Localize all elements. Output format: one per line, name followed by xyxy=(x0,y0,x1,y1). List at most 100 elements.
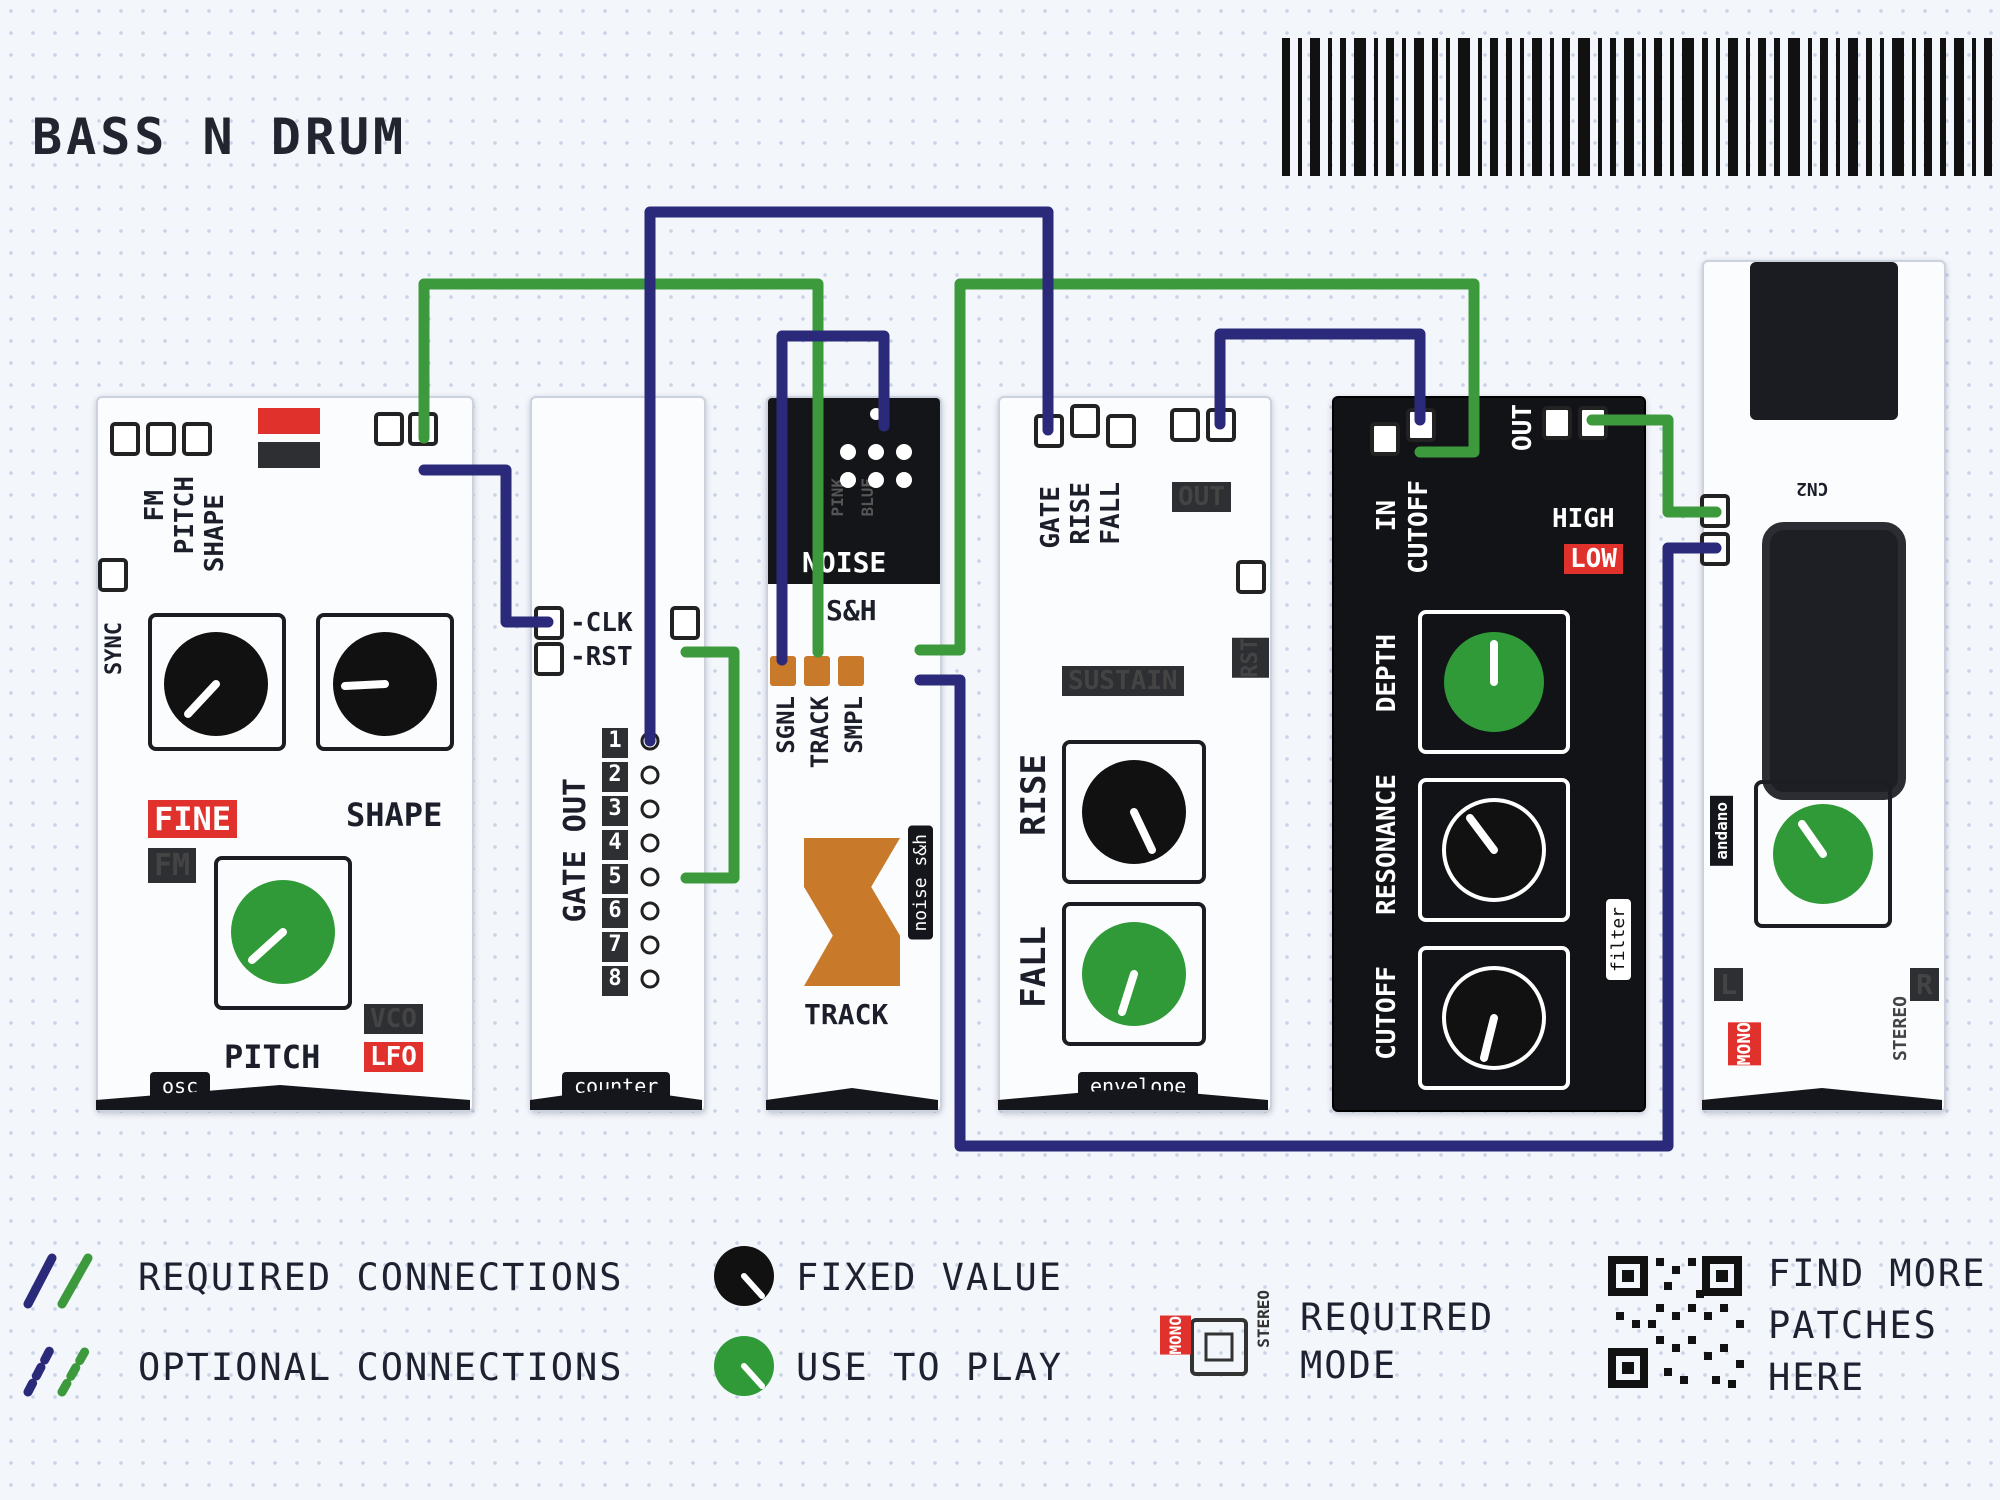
touch-pad[interactable] xyxy=(804,838,900,986)
osc-shape-knob-pointer xyxy=(341,680,389,690)
green-cable-osc-to-sh xyxy=(418,278,824,658)
filter-cutoff-knob-pointer xyxy=(1480,1014,1498,1062)
legend-required-mode-line2: MODE xyxy=(1300,1344,1398,1387)
gate-out-jack xyxy=(640,901,660,921)
sh-smpl-jack[interactable] xyxy=(838,656,864,686)
env-fall-knob-housing xyxy=(1062,902,1206,1046)
green-cable-filter-out-to-output xyxy=(1586,414,1722,518)
env-fall-knob-pointer xyxy=(1118,970,1138,1016)
legend-mono-label: MONO xyxy=(1160,1316,1191,1355)
filter-cutoff-knob-housing xyxy=(1418,946,1570,1090)
right-channel-label: R xyxy=(1910,968,1939,1001)
gate-out-jack xyxy=(640,833,660,853)
noise-led xyxy=(896,444,912,460)
blue-cable-sh-out-to-output xyxy=(914,542,1722,1152)
counter-module: -CLK -RST GATE OUT 1 2 3 4 5 6 7 8 count… xyxy=(530,396,706,1112)
fine-label: FINE xyxy=(148,800,238,838)
counter-bottom-tab xyxy=(530,1088,702,1110)
counter-rst-jack[interactable] xyxy=(534,642,564,676)
gate-number: 6 xyxy=(602,898,628,928)
noise-led xyxy=(868,472,884,488)
qr-code xyxy=(1608,1256,1744,1388)
gate-number: 7 xyxy=(602,932,628,962)
osc-sync-jack[interactable] xyxy=(98,558,128,592)
blue-cable-noise-to-sgnl xyxy=(776,330,890,666)
legend-mode-switch-inner xyxy=(1204,1332,1234,1362)
filter-in-jack[interactable] xyxy=(1370,422,1400,456)
output-bottom-tab xyxy=(1702,1088,1942,1110)
envelope-fall-jack[interactable] xyxy=(1106,414,1136,448)
green-cable-noise-to-filter xyxy=(914,278,1480,656)
gate-out-jack xyxy=(640,935,660,955)
output-volume-knob-pointer xyxy=(1798,820,1827,858)
pitch-knob-label: PITCH xyxy=(224,1038,321,1076)
legend-play-knob-pointer xyxy=(741,1363,765,1389)
osc-shape-jack[interactable] xyxy=(182,422,212,456)
legend-optional-blue-line xyxy=(23,1341,57,1397)
gate-number: 2 xyxy=(602,762,628,792)
legend-fixed-value: FIXED VALUE xyxy=(796,1256,1064,1299)
vco-mode-label: VCO xyxy=(364,1004,423,1034)
legend-stereo-label: STEREO xyxy=(1254,1290,1273,1348)
filter-out-jack-1[interactable] xyxy=(1542,406,1572,440)
speaker xyxy=(1762,522,1906,800)
find-more-line2[interactable]: PATCHES xyxy=(1768,1304,1938,1347)
sh-sgnl-jack[interactable] xyxy=(770,656,796,686)
green-cable-gate5-to-counter xyxy=(680,646,740,884)
fm-depth-label: FM xyxy=(148,848,197,883)
osc-shape-knob-housing xyxy=(316,613,454,751)
legend-required-mode-line1: REQUIRED xyxy=(1300,1296,1495,1339)
square-wave-icon xyxy=(258,442,320,468)
envelope-out-jack-1[interactable] xyxy=(1170,408,1200,442)
noise-led xyxy=(840,472,856,488)
osc-bottom-tab xyxy=(96,1085,470,1110)
rst-input-label: -RST xyxy=(570,642,633,672)
env-out-label: OUT xyxy=(1172,482,1231,512)
envelope-rise-jack[interactable] xyxy=(1070,404,1100,438)
gate-number: 3 xyxy=(602,796,628,826)
track-pad-label: TRACK xyxy=(804,998,889,1031)
sh-track-jack[interactable] xyxy=(804,656,830,686)
legend-required-blue-line xyxy=(23,1253,57,1309)
high-mode-label: HIGH xyxy=(1552,504,1615,534)
noise-black-panel xyxy=(768,398,940,584)
blue-cable-osc-to-clk xyxy=(418,464,554,628)
filter-resonance-knob-housing xyxy=(1418,778,1570,922)
lfo-mode-label: LFO xyxy=(364,1042,423,1072)
legend-required-green-line xyxy=(57,1253,93,1309)
output-module: CN2 L R MONO STEREO andano xyxy=(1702,260,1946,1112)
blue-cable-gate1-to-env-gate xyxy=(644,206,1054,747)
noise-bottom-tab xyxy=(766,1088,938,1110)
filter-depth-knob-housing xyxy=(1418,610,1570,754)
gate-number: 5 xyxy=(602,864,628,894)
gate-out-jack xyxy=(640,969,660,989)
osc-out-jack-1[interactable] xyxy=(374,412,404,446)
shape-knob-label: SHAPE xyxy=(346,796,443,834)
noise-sh-module: NOISE S&H SGNL TRACK SMPL TRACK PINK BLU… xyxy=(766,396,942,1112)
envelope-rst-jack[interactable] xyxy=(1236,560,1266,594)
gate-out-jack xyxy=(640,799,660,819)
legend-fixed-knob-pointer xyxy=(741,1273,765,1299)
find-more-line3[interactable]: HERE xyxy=(1768,1356,1866,1399)
find-more-line1[interactable]: FIND MORE xyxy=(1768,1252,1987,1295)
output-volume-housing xyxy=(1754,780,1892,928)
sh-label: S&H xyxy=(826,594,877,627)
gate-number: 4 xyxy=(602,830,628,860)
gate-number: 1 xyxy=(602,728,628,758)
gate-out-jack xyxy=(640,867,660,887)
counter-in-jack[interactable] xyxy=(670,606,700,640)
osc-fine-knob-pointer xyxy=(184,680,220,718)
legend-optional-green-line xyxy=(57,1341,93,1397)
legend-use-to-play: USE TO PLAY xyxy=(796,1346,1064,1389)
osc-fm-jack[interactable] xyxy=(110,422,140,456)
noise-led xyxy=(868,444,884,460)
legend-mode-switch-icon xyxy=(1190,1318,1248,1376)
left-channel-label: L xyxy=(1714,968,1743,1001)
noise-led xyxy=(840,444,856,460)
osc-pitch-jack[interactable] xyxy=(146,422,176,456)
clk-input-label: -CLK xyxy=(570,608,633,638)
blue-cable-env-out-to-cutoff xyxy=(1214,328,1426,430)
headphone-jack xyxy=(1750,262,1898,420)
